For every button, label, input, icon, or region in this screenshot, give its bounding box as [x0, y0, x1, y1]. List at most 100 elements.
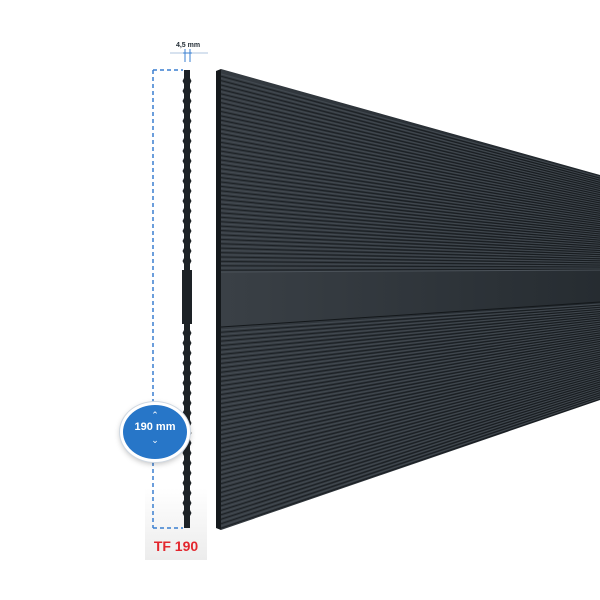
groove-highlight — [221, 363, 600, 456]
groove-shadow — [221, 347, 600, 422]
groove-shadow — [221, 317, 600, 360]
groove-shadow — [221, 243, 600, 258]
groove-highlight — [221, 161, 600, 219]
groove-highlight — [221, 77, 600, 180]
groove-shadow — [221, 343, 600, 413]
groove-highlight — [221, 354, 600, 438]
groove-highlight — [221, 309, 600, 344]
groove-shadow — [221, 260, 600, 266]
groove-shadow — [221, 364, 600, 458]
groove-highlight — [221, 254, 600, 263]
groove-highlight — [221, 388, 600, 509]
groove-highlight — [221, 201, 600, 238]
groove-shadow — [221, 203, 600, 239]
chevron-down-icon: ⌄ — [151, 435, 159, 445]
groove-highlight — [221, 318, 600, 362]
groove-shadow — [221, 137, 600, 208]
profile-section — [182, 70, 192, 528]
groove-highlight — [221, 391, 600, 514]
groove-highlight — [221, 249, 600, 261]
groove-highlight — [221, 152, 600, 215]
groove-shadow — [221, 366, 600, 462]
groove-highlight — [221, 326, 600, 380]
groove-highlight — [221, 307, 600, 340]
groove-shadow — [221, 102, 600, 192]
groove-highlight — [221, 348, 600, 425]
groove-highlight — [221, 352, 600, 434]
groove-highlight — [221, 192, 600, 234]
groove-highlight — [221, 95, 600, 188]
groove-highlight — [221, 358, 600, 447]
groove-shadow — [221, 304, 600, 333]
groove-shadow — [221, 338, 600, 404]
groove-highlight — [221, 179, 600, 228]
groove-highlight — [221, 108, 600, 195]
groove-shadow — [221, 88, 600, 185]
groove-shadow — [221, 141, 600, 210]
groove-highlight — [221, 148, 600, 213]
groove-shadow — [221, 181, 600, 229]
groove-shadow — [221, 353, 600, 436]
groove-highlight — [221, 113, 600, 197]
groove-shadow — [221, 265, 600, 268]
groove-shadow — [221, 341, 600, 409]
groove-highlight — [221, 183, 600, 230]
groove-highlight — [221, 361, 600, 451]
groove-shadow — [221, 368, 600, 467]
groove-shadow — [221, 252, 600, 262]
groove-shadow — [221, 336, 600, 400]
groove-highlight — [221, 333, 600, 393]
groove-shadow — [221, 199, 600, 237]
height-label: 190 mm — [134, 421, 176, 433]
groove-shadow — [221, 349, 600, 427]
groove-shadow — [221, 185, 600, 231]
groove-shadow — [221, 163, 600, 221]
groove-shadow — [221, 388, 600, 507]
groove-shadow — [221, 268, 600, 271]
groove-highlight — [221, 232, 600, 253]
groove-shadow — [221, 93, 600, 187]
groove-shadow — [221, 308, 600, 342]
groove-shadow — [221, 351, 600, 431]
groove-shadow — [221, 119, 600, 200]
groove-shadow — [221, 355, 600, 440]
groove-shadow — [221, 84, 600, 183]
thickness-dimension — [170, 49, 208, 62]
groove-shadow — [221, 194, 600, 235]
groove-highlight — [221, 170, 600, 224]
thickness-label: 4,5 mm — [175, 42, 201, 49]
groove-shadow — [221, 110, 600, 196]
groove-highlight — [221, 339, 600, 407]
groove-shadow — [221, 390, 600, 511]
groove-shadow — [221, 360, 600, 449]
groove-highlight — [221, 316, 600, 358]
groove-shadow — [221, 370, 600, 471]
groove-highlight — [221, 205, 600, 240]
groove-shadow — [221, 155, 600, 216]
groove-highlight — [221, 395, 600, 523]
groove-highlight — [221, 91, 600, 186]
groove-shadow — [221, 379, 600, 489]
groove-highlight — [221, 218, 600, 246]
groove-shadow — [221, 234, 600, 254]
groove-highlight — [221, 121, 600, 201]
groove-highlight — [221, 324, 600, 376]
groove-highlight — [221, 227, 600, 250]
groove-highlight — [221, 86, 600, 184]
groove-shadow — [221, 362, 600, 453]
groove-shadow — [221, 150, 600, 214]
groove-highlight — [221, 236, 600, 255]
groove-highlight — [221, 329, 600, 385]
groove-highlight — [221, 380, 600, 491]
groove-highlight — [221, 350, 600, 429]
groove-highlight — [221, 245, 600, 259]
groove-shadow — [221, 207, 600, 241]
groove-highlight — [221, 126, 600, 203]
groove-shadow — [221, 328, 600, 382]
groove-shadow — [221, 323, 600, 373]
panel-face — [216, 69, 600, 530]
groove-highlight — [221, 223, 600, 248]
groove-shadow — [221, 230, 600, 252]
groove-highlight — [221, 130, 600, 205]
groove-shadow — [221, 315, 600, 355]
